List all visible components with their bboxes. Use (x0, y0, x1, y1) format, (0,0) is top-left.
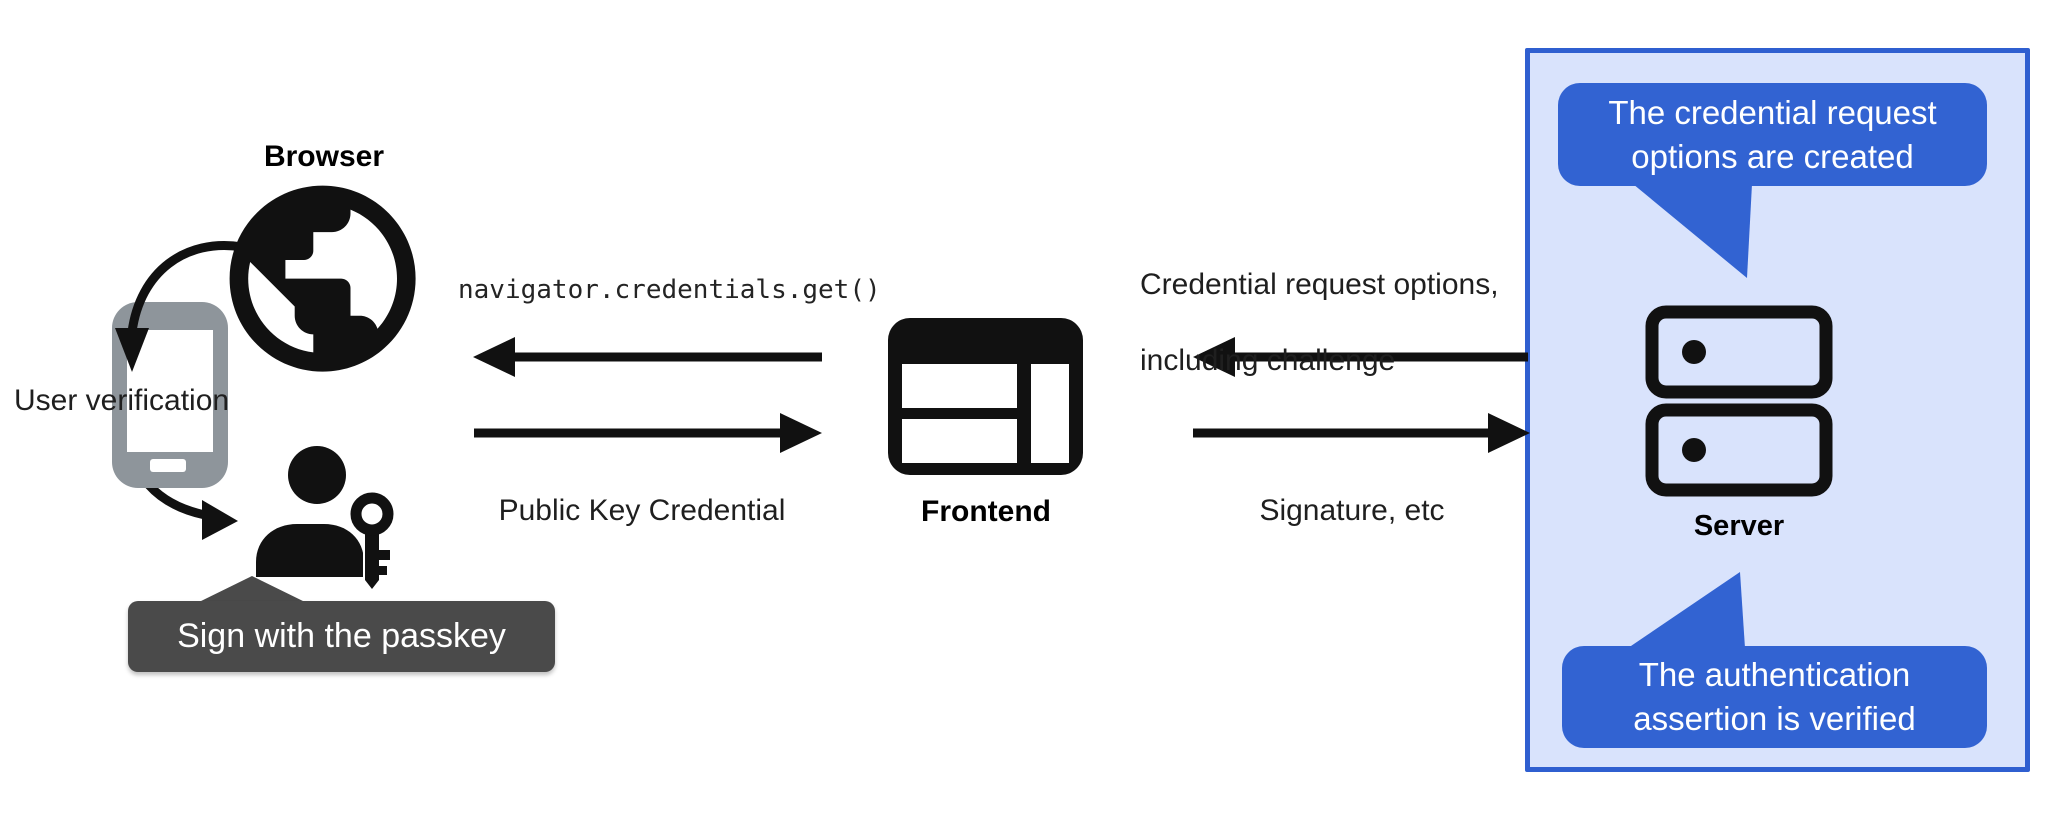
server-bubble-bottom-line1: The authentication (1638, 656, 1911, 693)
api-call-label: navigator.credentials.get() (458, 275, 881, 305)
sign-with-passkey-tooltip: Sign with the passkey (128, 601, 555, 672)
person-icon (256, 446, 364, 577)
credential-request-options-label: Credential request options, including ch… (1140, 228, 1499, 418)
key-icon (346, 488, 398, 593)
server-bubble-bottom-line2: assertion is verified (1633, 700, 1916, 737)
server-bubble-top-line2: options are created (1631, 137, 1914, 175)
user-verification-label: User verification (14, 384, 230, 417)
globe-icon (229, 185, 416, 372)
tooltip-pointer-icon (197, 576, 307, 603)
public-key-credential-label: Public Key Credential (498, 494, 786, 527)
server-label: Server (1693, 510, 1785, 542)
server-bubble-bottom: The authentication assertion is verified (1562, 646, 1987, 748)
server-bubble-top: The credential request options are creat… (1558, 83, 1987, 186)
arrow-phone-to-person (120, 429, 238, 540)
browser-window-icon (888, 318, 1083, 475)
arrow-frontend-to-server (1193, 413, 1530, 453)
browser-label: Browser (263, 140, 385, 173)
sign-with-passkey-text: Sign with the passkey (177, 617, 506, 655)
frontend-label: Frontend (921, 495, 1051, 528)
arrow-globe-to-phone (115, 241, 243, 372)
arrow-browser-to-frontend (474, 413, 822, 453)
credential-request-options-line2: including challenge (1140, 344, 1396, 377)
server-bubble-top-line1: The credential request (1608, 93, 1937, 131)
signature-label: Signature, etc (1259, 494, 1445, 527)
credential-request-options-line1: Credential request options, (1140, 268, 1499, 301)
arrow-frontend-to-browser (473, 337, 822, 377)
